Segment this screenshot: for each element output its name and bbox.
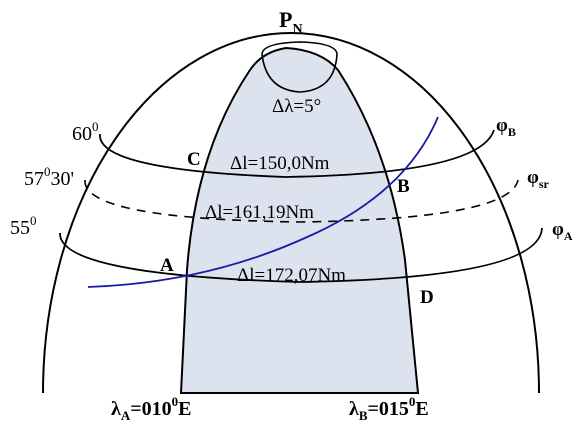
latitude-60-label: 600 — [72, 119, 99, 145]
delta-lambda-label: Δλ=5° — [272, 96, 321, 117]
departure-top-label: Δl=150,0Nm — [230, 153, 330, 174]
parallel-middle-dashed-line — [84, 179, 519, 223]
point-b-label: B — [397, 176, 410, 197]
parallel-55-line — [59, 227, 543, 283]
polar-cap — [261, 41, 338, 93]
lambda-a-label: λA=0100E — [111, 394, 191, 423]
departure-middle-label: Δl=161,19Nm — [205, 202, 314, 223]
point-d-label: D — [420, 287, 434, 308]
phi-a-label: φA — [552, 219, 573, 243]
phi-sr-label: φsr — [527, 167, 550, 191]
north-pole-label: PN — [279, 7, 303, 37]
meridian-strip — [179, 46, 420, 394]
parallel-60-line — [99, 129, 495, 178]
latitude-55-label: 550 — [10, 213, 37, 239]
departure-bottom-label: Δl=172,07Nm — [237, 265, 346, 286]
lambda-b-label: λB=0150E — [349, 394, 429, 423]
rhumb-line-curve — [87, 116, 439, 288]
phi-b-label: φB — [496, 115, 516, 139]
point-a-label: A — [160, 255, 174, 276]
hemisphere-outline — [42, 32, 540, 394]
latitude-57-30-label: 57030' — [24, 164, 74, 190]
point-c-label: C — [187, 149, 201, 170]
